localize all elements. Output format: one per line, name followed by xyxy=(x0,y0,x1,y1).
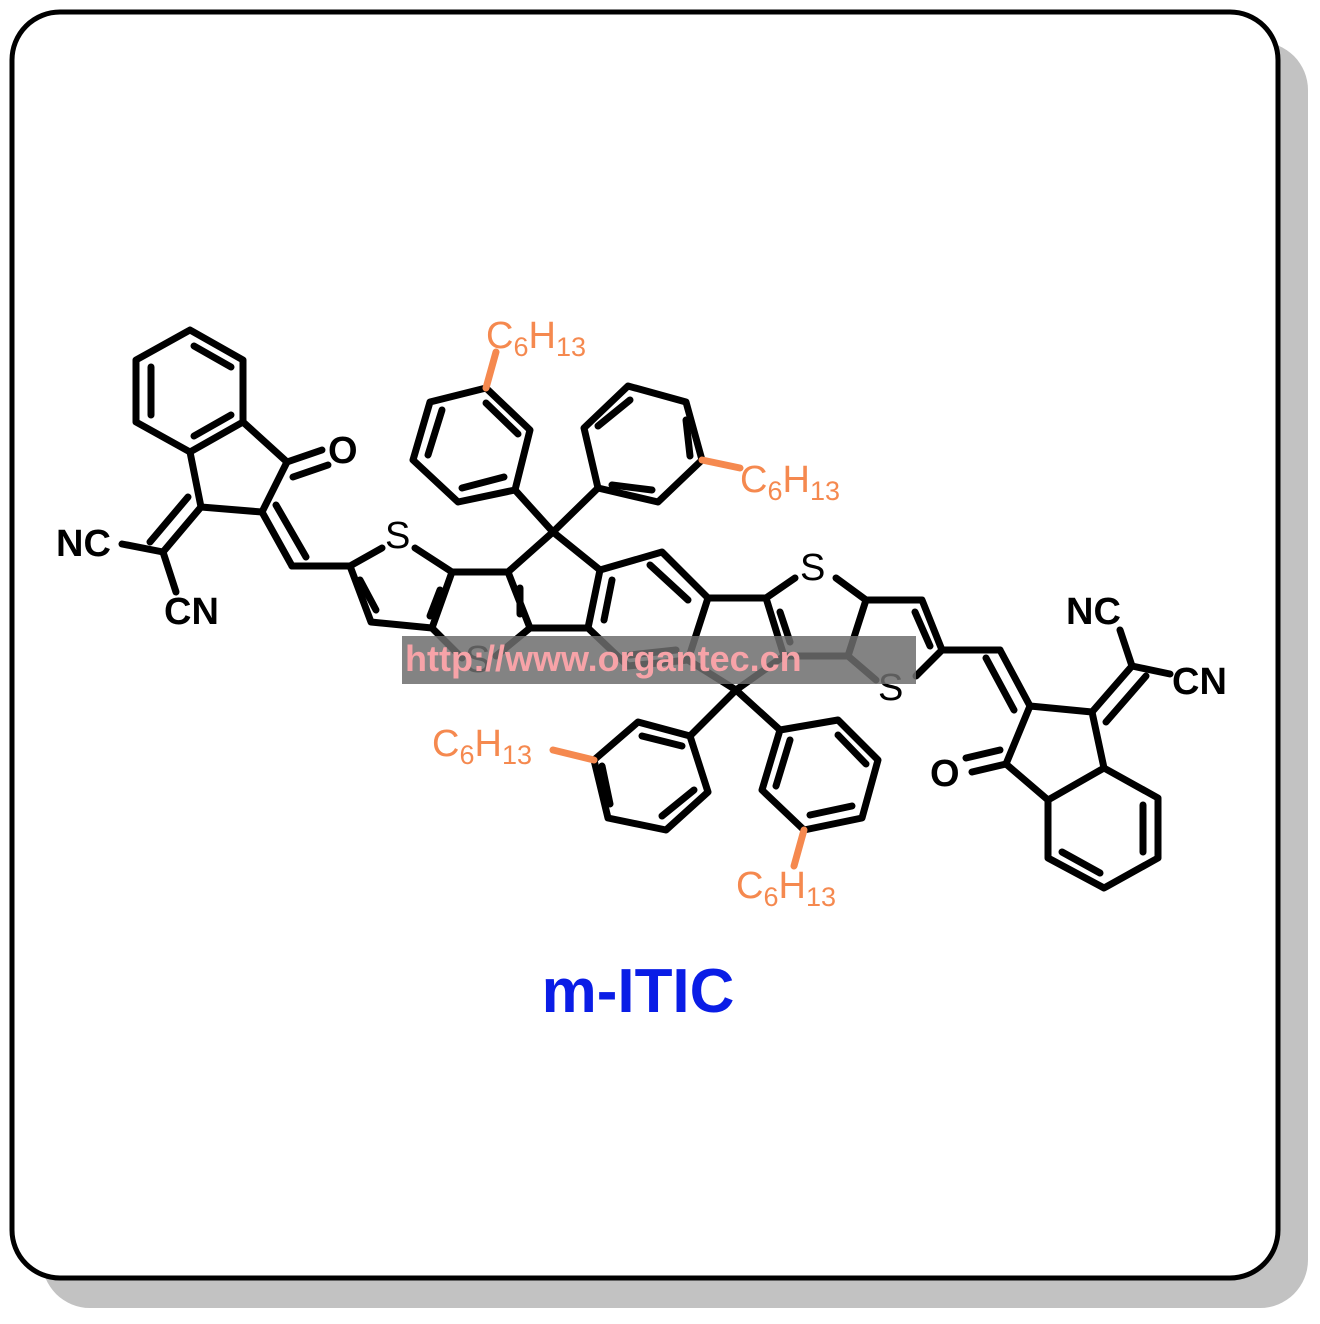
left-indanone-group xyxy=(118,326,332,596)
cyano-label-left-outer: NC xyxy=(56,523,111,565)
cyano-label-right-inner: CN xyxy=(1172,661,1227,703)
sulfur-label-1: S xyxy=(385,515,410,557)
compound-title: m-ITIC xyxy=(542,957,735,1026)
aryl-upper-left xyxy=(409,348,557,536)
watermark-band xyxy=(402,636,916,684)
cyano-label-left-inner: CN xyxy=(164,591,219,633)
alkyl-labels: C6H13 C6H13 C6H13 C6H13 xyxy=(432,315,840,912)
watermark-text: http://www.organtec.cn xyxy=(405,638,802,679)
cyano-label-right-outer: NC xyxy=(1066,591,1121,633)
oxygen-label-left: O xyxy=(328,430,358,472)
hexyl-label-3: C6H13 xyxy=(432,723,532,770)
hexyl-label-2: C6H13 xyxy=(740,459,840,506)
watermark: http://www.organtec.cn xyxy=(402,636,916,684)
aryl-upper-right xyxy=(549,382,744,536)
sulfur-label-3: S xyxy=(800,547,825,589)
right-indanone-group xyxy=(962,626,1174,892)
hexyl-label-4: C6H13 xyxy=(736,865,836,912)
aryl-lower-left xyxy=(549,686,740,834)
hexyl-label-1: C6H13 xyxy=(486,315,586,362)
aryl-lower-right xyxy=(732,686,882,870)
oxygen-label-right: O xyxy=(930,753,960,795)
